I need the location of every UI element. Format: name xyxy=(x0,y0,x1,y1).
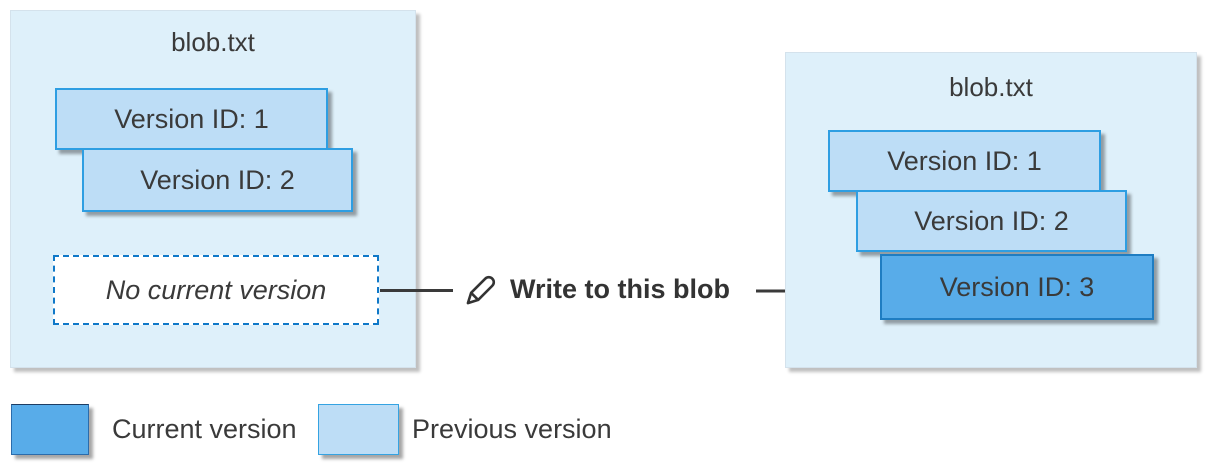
right-version-2-card: Version ID: 2 xyxy=(856,190,1127,252)
left-version-2-card: Version ID: 2 xyxy=(82,148,353,212)
right-version-3-label: Version ID: 3 xyxy=(939,271,1095,302)
left-blob-title: blob.txt xyxy=(171,27,255,57)
right-version-3-card-current: Version ID: 3 xyxy=(880,254,1154,320)
right-blob-title: blob.txt xyxy=(949,72,1033,102)
write-action-label: Write to this blob xyxy=(510,274,730,304)
right-version-2-label: Version ID: 2 xyxy=(914,205,1069,236)
legend-current-version-swatch xyxy=(11,404,89,455)
right-version-1-card: Version ID: 1 xyxy=(828,130,1101,192)
left-version-1-card: Version ID: 1 xyxy=(55,88,328,150)
legend-previous-version-label: Previous version xyxy=(412,414,612,444)
no-current-version-label: No current version xyxy=(105,274,327,305)
connector-line xyxy=(380,289,453,292)
left-version-1-label: Version ID: 1 xyxy=(114,103,269,134)
legend-previous-version-swatch xyxy=(318,404,399,455)
right-version-1-label: Version ID: 1 xyxy=(887,145,1042,176)
pencil-icon xyxy=(457,266,505,314)
left-version-2-label: Version ID: 2 xyxy=(140,164,295,195)
legend-current-version-label: Current version xyxy=(112,414,297,444)
no-current-version-box: No current version xyxy=(53,255,379,325)
